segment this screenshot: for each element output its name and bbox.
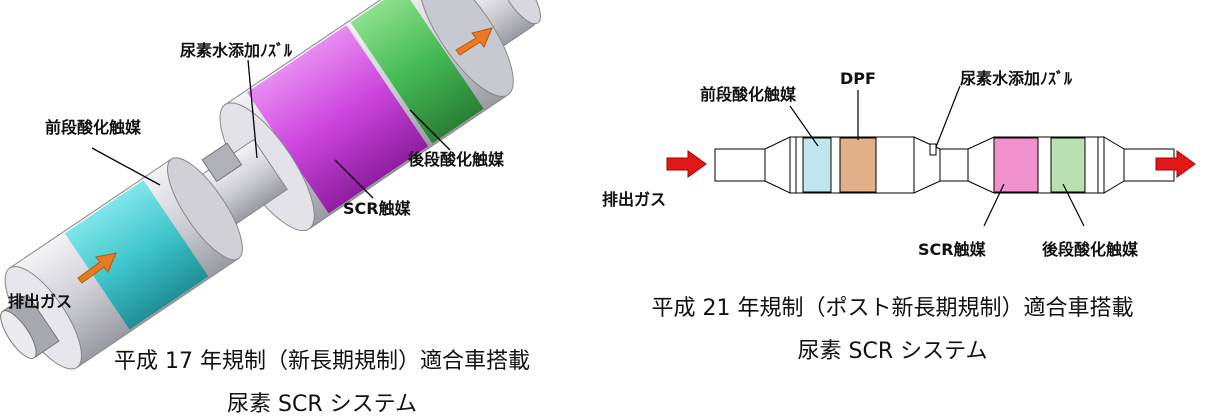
outlet-flow-arrow	[455, 27, 493, 56]
right-schematic-diagram: 前段酸化触媒 DPF 尿素水添加ﾉｽﾞﾙ 排出ガス SCR触媒 後段酸化触媒	[602, 69, 1196, 259]
post-oxidation-leader-line	[1062, 183, 1085, 227]
inlet-cone	[764, 136, 791, 194]
scr-catalyst	[993, 137, 1039, 193]
post-oxidation-leader-line	[409, 109, 451, 151]
exhaust-label: 排出ガス	[8, 292, 72, 311]
inlet-end	[0, 310, 37, 359]
nozzle-label: 尿素水添加ﾉｽﾞﾙ	[960, 69, 1073, 88]
nozzle-label: 尿素水添加ﾉｽﾞﾙ	[180, 41, 293, 60]
exhaust-label: 排出ガス	[602, 190, 666, 209]
left-3d-diagram: 尿素水添加ﾉｽﾞﾙ 前段酸化触媒 後段酸化触媒 SCR触媒 排出ガス	[0, 0, 541, 370]
dpf-filter	[839, 137, 877, 193]
outlet-flow-arrow	[1155, 150, 1196, 178]
scr-assembly	[0, 0, 541, 370]
scr-label: SCR触媒	[343, 199, 412, 218]
scr-leader-line	[334, 159, 374, 199]
inlet-flow-arrow	[77, 252, 117, 284]
rear-outlet-cone	[1103, 136, 1125, 194]
right-caption-line1: 平成 21 年規制（ポスト新長期規制）適合車搭載	[651, 296, 1134, 321]
post-oxidation-catalyst	[1050, 137, 1086, 193]
pre-oxidation-catalyst-body	[64, 180, 209, 330]
right-caption-line2: 尿素 SCR システム	[797, 339, 988, 364]
rear-inlet-cone	[967, 136, 995, 194]
pre-oxidation-leader-line	[91, 147, 161, 186]
pre-oxidation-label: 前段酸化触媒	[700, 85, 797, 104]
right-diagram-panel: 前段酸化触媒 DPF 尿素水添加ﾉｽﾞﾙ 排出ガス SCR触媒 後段酸化触媒 平…	[600, 0, 1208, 417]
pre-oxidation-leader-line	[789, 105, 819, 147]
nozzle-leader-line	[247, 59, 258, 159]
left-caption-line1: 平成 17 年規制（新長期規制）適合車搭載	[114, 349, 530, 374]
nozzle-leader-line	[935, 85, 961, 148]
pre-oxidation-catalyst	[802, 137, 832, 193]
inlet-flow-arrow	[666, 150, 707, 178]
post-oxidation-catalyst-body	[350, 0, 484, 144]
nozzle-block	[201, 142, 243, 183]
rear-can-end	[418, 0, 514, 97]
outlet-end	[499, 0, 541, 25]
scr-label: SCR触媒	[918, 240, 987, 259]
post-oxidation-label: 後段酸化触媒	[1042, 240, 1139, 259]
front-can-end	[167, 157, 243, 261]
inlet-pipe	[714, 148, 766, 182]
post-oxidation-label: 後段酸化触媒	[408, 150, 505, 169]
pre-oxidation-label: 前段酸化触媒	[45, 118, 142, 137]
left-caption-line2: 尿素 SCR システム	[227, 392, 417, 417]
dpf-label: DPF	[840, 69, 876, 88]
urea-nozzle	[929, 143, 937, 156]
scr-catalyst-body	[247, 25, 429, 214]
scr-leader-line	[983, 183, 1005, 227]
mixing-pipe	[939, 148, 969, 182]
left-diagram-panel: 尿素水添加ﾉｽﾞﾙ 前段酸化触媒 後段酸化触媒 SCR触媒 排出ガス 平成 17…	[0, 0, 600, 417]
